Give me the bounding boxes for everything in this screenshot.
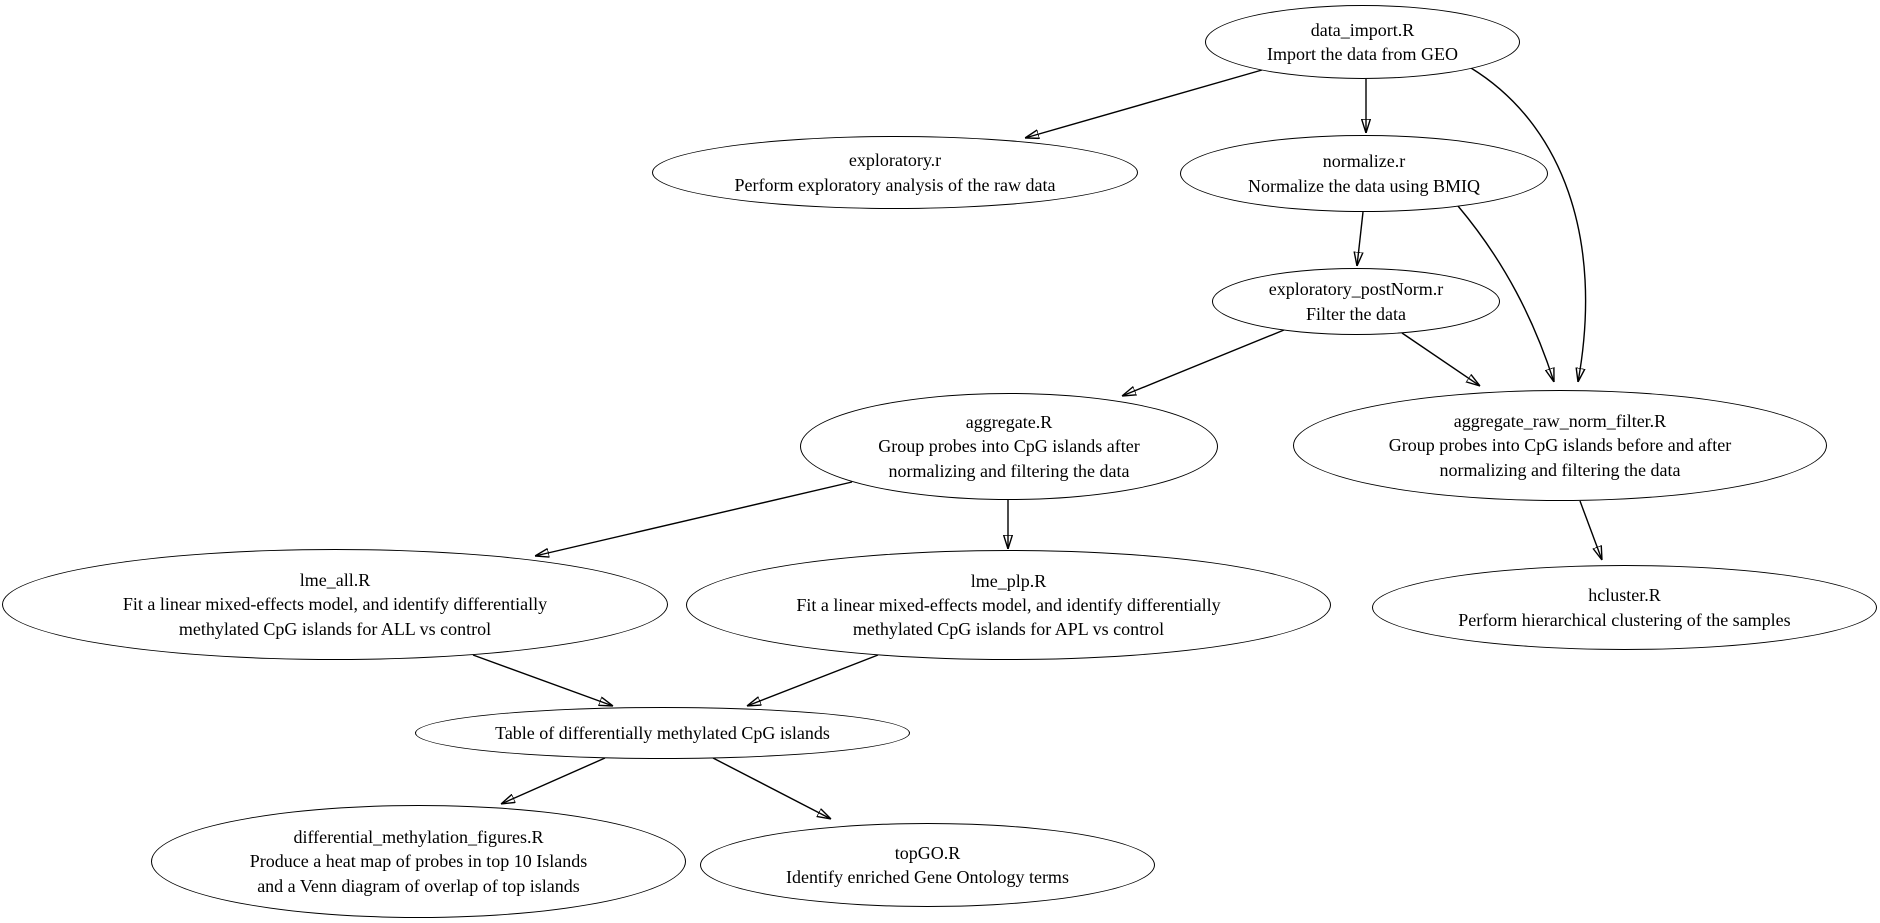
node-exploratory-postnorm: exploratory_postNorm.r Filter the data: [1212, 268, 1500, 335]
node-data-import: data_import.R Import the data from GEO: [1205, 5, 1520, 79]
edge-data_import-to-exploratory: [1025, 69, 1263, 138]
edge-normalize-to-exploratory_postNorm: [1357, 211, 1364, 266]
node-lme-plp: lme_plp.R Fit a linear mixed-effects mod…: [686, 550, 1331, 660]
edge-exploratory_postNorm-to-aggregate: [1122, 329, 1285, 396]
node-topgo: topGO.R Identify enriched Gene Ontology …: [700, 823, 1155, 907]
node-aggregate-raw-norm-filter: aggregate_raw_norm_filter.R Group probes…: [1293, 390, 1827, 501]
node-hcluster: hcluster.R Perform hierarchical clusteri…: [1372, 565, 1877, 650]
node-differential-methylation-figures: differential_methylation_figures.R Produ…: [151, 805, 686, 918]
edge-data_import-to-aggregate_raw_norm_filter: [1470, 67, 1587, 382]
edge-lme_all-to-dm_table: [472, 654, 613, 706]
edge-lme_plp-to-dm_table: [747, 654, 879, 706]
node-exploratory: exploratory.r Perform exploratory analys…: [652, 136, 1138, 209]
edge-aggregate-to-lme_all: [535, 481, 853, 556]
edge-dm_table-to-topGO: [712, 757, 831, 819]
edge-dm_table-to-differential_methylation_figures: [501, 757, 606, 804]
node-normalize: normalize.r Normalize the data using BMI…: [1180, 135, 1548, 212]
edge-exploratory_postNorm-to-aggregate_raw_norm_filter: [1401, 332, 1480, 386]
edge-normalize-to-aggregate_raw_norm_filter: [1457, 205, 1554, 382]
node-lme-all: lme_all.R Fit a linear mixed-effects mod…: [2, 549, 668, 660]
edge-aggregate_raw_norm_filter-to-hcluster: [1579, 500, 1602, 560]
node-aggregate: aggregate.R Group probes into CpG island…: [800, 393, 1218, 500]
node-dm-table: Table of differentially methylated CpG i…: [415, 707, 910, 759]
